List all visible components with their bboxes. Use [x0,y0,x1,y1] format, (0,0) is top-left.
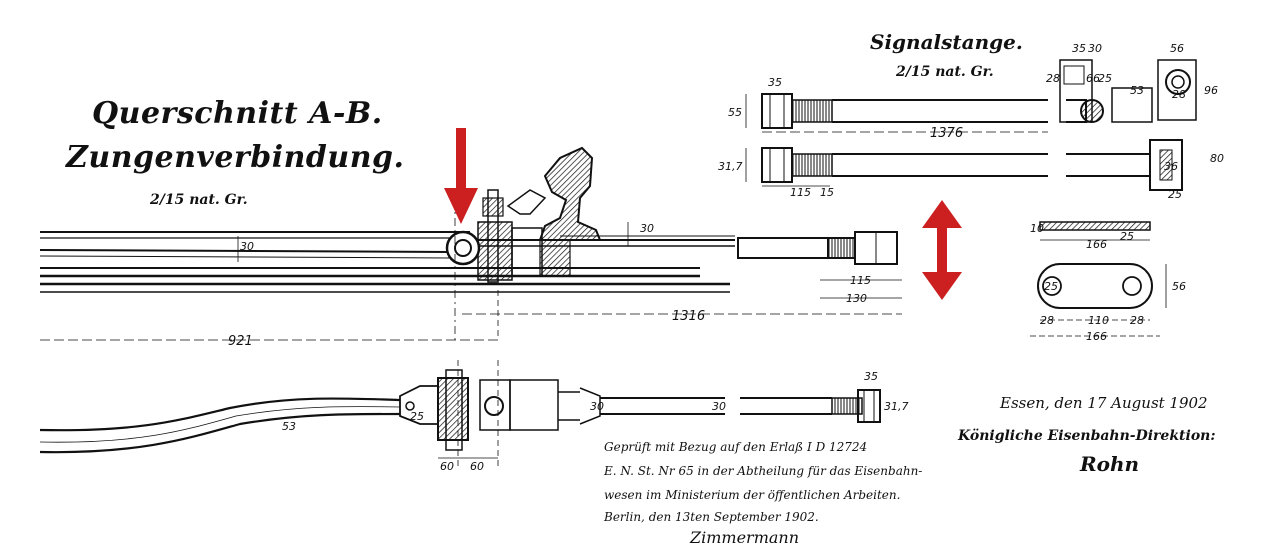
dim-28-d: 28 [1130,314,1144,327]
annotation-line-2: E. N. St. Nr 65 in der Abtheilung für da… [604,464,923,478]
red-arrow-updown [922,200,962,300]
dim-30-top: 30 [1088,42,1102,55]
dim-36: 36 [1164,160,1178,173]
signature-zimmermann: Zimmermann [690,528,800,547]
dim-80-a: 80 [1210,152,1224,165]
title-signal-rod: Signalstange. [870,30,1023,54]
dim-25-b: 25 [1098,72,1112,85]
dim-60-b: 60 [470,460,484,473]
dim-110: 110 [1088,314,1109,327]
dim-96: 96 [1204,84,1218,97]
annotation-line-4: Berlin, den 13ten September 1902. [604,510,819,524]
title-cross-section: Querschnitt A-B. [92,96,383,131]
annotation-line-3: wesen im Ministerium der öffentlichen Ar… [604,488,901,502]
dim-55: 55 [728,106,742,119]
dim-25-c: 25 [1168,188,1182,201]
dim-30-rail: 30 [640,222,654,235]
red-arrow-down [444,128,478,224]
dim-25-d: 25 [1120,230,1134,243]
dim-35-signal: 35 [768,76,782,89]
dim-35-nut: 35 [864,370,878,383]
annotation-line-1: Geprüft mit Bezug auf den Erlaß I D 1272… [604,440,868,454]
title-connection: Zungenverbindung. [66,140,405,175]
dim-166-a: 166 [1086,238,1107,251]
dim-60-a: 60 [440,460,454,473]
dim-28-b: 28 [1172,88,1186,101]
dim-25-fork: 25 [410,410,424,423]
dim-15-signal: 15 [820,186,834,199]
dim-30-left: 30 [240,240,254,253]
signature-rohn: Rohn [1080,452,1140,476]
place-date: Essen, den 17 August 1902 [1000,394,1208,412]
dim-10: 10 [1030,222,1044,235]
dim-130: 130 [846,292,867,305]
dim-317-signal: 31,7 [718,160,743,173]
tongue-rod-section [39,146,898,340]
dim-28-c: 28 [1040,314,1054,327]
dim-56-a: 56 [1170,42,1184,55]
dim-317-plan: 31,7 [884,400,909,413]
signal-rod-drawing [745,59,1197,191]
dimension-lines-left [40,222,902,341]
authority: Königliche Eisenbahn-Direktion: [958,428,1216,444]
dim-56-b: 56 [1172,280,1186,293]
rod-plan-view [39,360,881,470]
dim-53-b: 53 [1130,84,1144,97]
dim-30-plan-b: 30 [590,400,604,413]
dim-25-e: 25 [1044,280,1058,293]
dim-66: 66 [1086,72,1100,85]
dim-115-signal: 115 [790,186,811,199]
dim-30-plan: 30 [712,400,726,413]
dim-28-a: 28 [1046,72,1060,85]
scale-right: 2/15 nat. Gr. [896,64,994,80]
dim-115: 115 [850,274,871,287]
plate-detail [1030,221,1167,337]
scale-left: 2/15 nat. Gr. [150,192,248,208]
dim-1376: 1376 [930,126,963,141]
dim-53: 53 [282,420,296,433]
dim-166-b: 166 [1086,330,1107,343]
dim-921: 921 [228,334,253,349]
dim-35-top: 35 [1072,42,1086,55]
dim-1316: 1316 [672,309,705,324]
